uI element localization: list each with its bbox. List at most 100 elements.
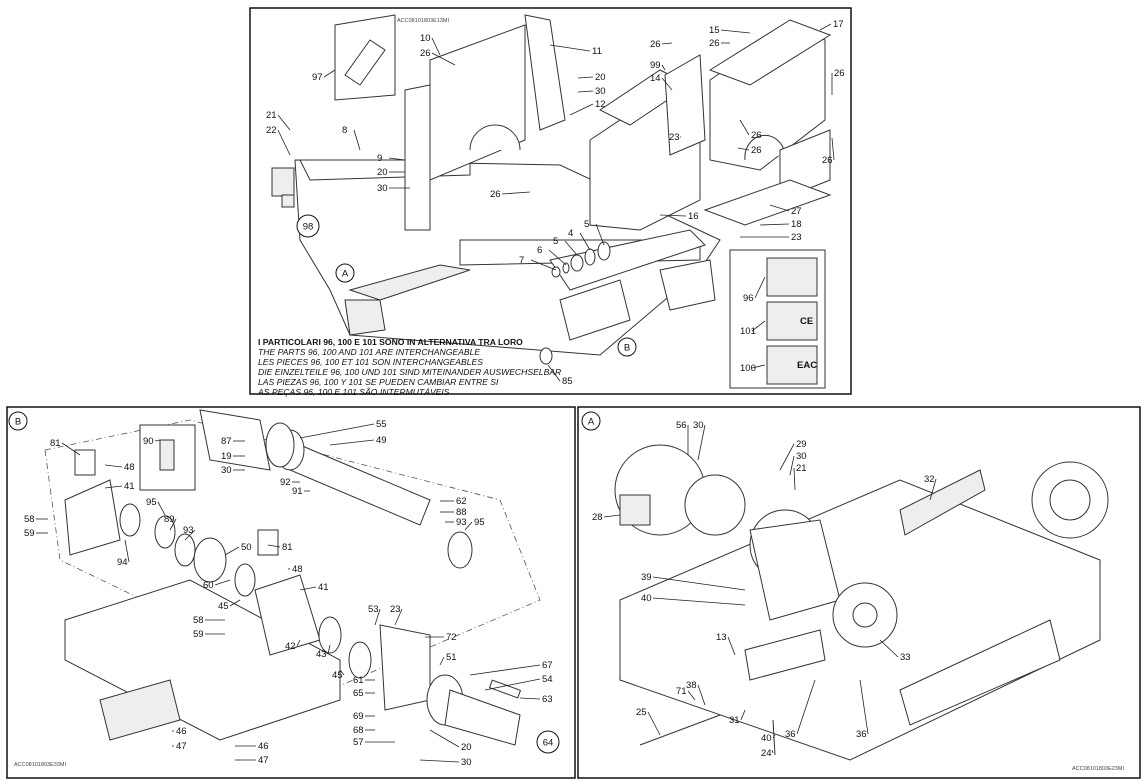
leader-line: [547, 364, 561, 382]
part-callout: 23: [390, 604, 401, 615]
part-callout: 17: [833, 19, 844, 30]
part-callout: 46: [258, 741, 269, 752]
part-callout: 101: [740, 326, 756, 337]
lubricator-81: [74, 449, 96, 476]
leader-line: [737, 147, 750, 151]
interchangeable-note: I PARTICOLARI 96, 100 E 101 SONO IN ALTE…: [257, 337, 561, 397]
leader-line: [329, 439, 375, 446]
part-callout: 67: [542, 660, 553, 671]
part-callout: 21: [796, 463, 807, 474]
detail-a-drawing-code: ACC08101803E23MI: [1072, 766, 1124, 772]
leader-line: [796, 679, 816, 735]
leader-line: [388, 157, 406, 161]
circled-callout: [335, 263, 355, 283]
circled-callout: [8, 411, 28, 431]
top-drawing-code: ACC08101803E13MI: [397, 18, 449, 24]
part-callout: 85: [562, 376, 573, 387]
note-line: DIE EINZELTEILE 96, 100 UND 101 SIND MIT…: [258, 367, 561, 377]
leader-line: [577, 90, 594, 93]
part-callout: 59: [193, 629, 204, 640]
detail-b-drawing: [44, 409, 541, 746]
leader-line: [727, 636, 736, 656]
leader-line: [859, 679, 869, 735]
frame-b: [64, 579, 341, 741]
part-callout: 40: [641, 593, 652, 604]
leader-line: [759, 223, 790, 226]
part-callout: 65: [353, 688, 364, 699]
leader-line: [429, 729, 460, 748]
part-callout: 31: [729, 715, 740, 726]
part-callout: 30: [796, 451, 807, 462]
support-41: [64, 479, 121, 556]
part-callout: 40: [761, 733, 772, 744]
leader-line: [224, 546, 240, 556]
leader-line: [751, 320, 766, 332]
leader-line: [530, 259, 557, 271]
leader-line: [739, 119, 750, 136]
leader-line: [929, 478, 937, 501]
leader-line: [519, 697, 541, 700]
part-callout: 27: [791, 206, 802, 217]
part-callout: 97: [312, 72, 323, 83]
leader-line: [661, 64, 666, 71]
part-callout: 26: [751, 130, 762, 141]
part-callout: 45: [332, 670, 343, 681]
part-callout: 63: [542, 694, 553, 705]
leader-line: [169, 518, 177, 531]
leader-line: [439, 656, 445, 666]
part-callout: 13: [716, 632, 727, 643]
part-callout: 62: [456, 496, 467, 507]
part-callout: 36: [785, 729, 796, 740]
leader-line: [484, 678, 541, 691]
plate-101: [766, 301, 818, 341]
part-callout: 45: [218, 601, 229, 612]
part-callout: 23: [669, 132, 680, 143]
plate-96: [766, 257, 818, 297]
leader-line: [819, 23, 832, 31]
leader-line: [154, 439, 161, 442]
circled-callout-label: A: [342, 269, 349, 280]
part-callout: 96: [743, 293, 754, 304]
leader-line: [277, 114, 291, 131]
part-callout: 8: [342, 125, 347, 136]
part-callout: 46: [176, 726, 187, 737]
circled-callout: [581, 411, 601, 431]
leader-line: [564, 240, 578, 256]
part-callout: 87: [221, 436, 232, 447]
guard-9: [404, 84, 431, 231]
leader-line: [652, 597, 746, 606]
part-callout: 39: [641, 572, 652, 583]
circled-callout: [536, 730, 560, 754]
leader-line: [569, 103, 594, 116]
part-callout: 10: [420, 33, 431, 44]
part-callout: 81: [50, 438, 61, 449]
leader-line: [323, 69, 336, 78]
part-callout: 29: [796, 439, 807, 450]
leader-line: [353, 129, 361, 151]
leader-line: [661, 42, 673, 45]
part-callout: 72: [446, 632, 457, 643]
guard-11: [524, 14, 566, 131]
leader-line: [548, 249, 567, 266]
part-callout: 14: [650, 73, 661, 84]
leader-line: [374, 608, 381, 626]
part-callout: 22: [266, 125, 277, 136]
note-line: I PARTICOLARI 96, 100 E 101 SONO IN ALTE…: [258, 337, 523, 347]
leader-line: [299, 586, 317, 591]
part-callout: 91: [292, 486, 303, 497]
leader-line: [296, 639, 301, 647]
leader-line: [431, 52, 456, 66]
leader-line: [419, 759, 460, 763]
leader-line: [469, 664, 541, 676]
part-callout: 16: [688, 211, 699, 222]
part-callout: 30: [221, 465, 232, 476]
leader-line: [603, 514, 621, 518]
leader-line: [879, 639, 899, 658]
part-callout: 54: [542, 674, 553, 685]
circled-callout-label: B: [624, 343, 630, 354]
leader-line: [104, 485, 123, 489]
circled-callout-label: A: [588, 417, 595, 428]
leader-line: [299, 423, 375, 439]
leader-line: [431, 37, 441, 56]
